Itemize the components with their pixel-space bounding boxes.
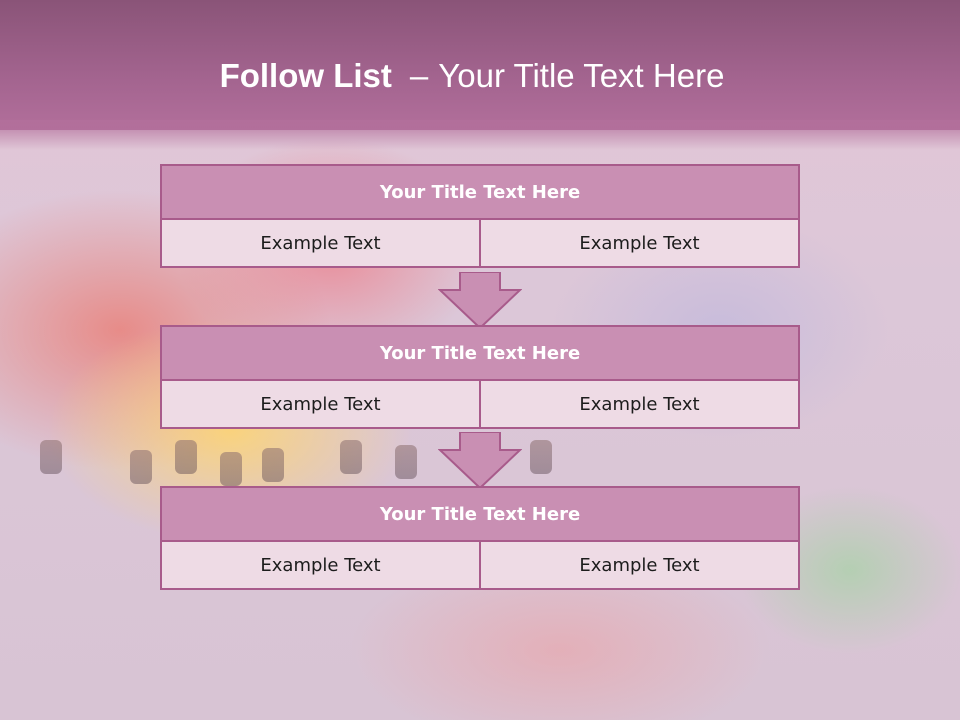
block-cell-left: Example Text [160,218,481,268]
mixer-knob [340,440,362,474]
block-title: Your Title Text Here [160,486,800,542]
slide-title-rest: Your Title Text Here [438,57,725,94]
block-row: Example Text Example Text [160,540,800,590]
block-cell-right: Example Text [479,540,800,590]
block-row: Example Text Example Text [160,218,800,268]
slide-title-bold: Follow List [219,57,392,94]
header-band [0,0,960,130]
block-cell-left: Example Text [160,379,481,429]
mixer-knob [130,450,152,484]
block-title: Your Title Text Here [160,164,800,220]
mixer-knob [40,440,62,474]
list-block: Your Title Text Here Example Text Exampl… [160,164,800,268]
slide-title: Follow List–Your Title Text Here [0,52,944,100]
mixer-knob [530,440,552,474]
header-fade [0,120,960,150]
block-row: Example Text Example Text [160,379,800,429]
block-cell-right: Example Text [479,379,800,429]
mixer-knob [262,448,284,482]
mixer-knob [220,452,242,486]
slide-title-separator: – [409,57,429,94]
down-arrow-icon [438,272,522,330]
down-arrow-icon [438,432,522,490]
list-block: Your Title Text Here Example Text Exampl… [160,486,800,590]
mixer-knob [175,440,197,474]
block-cell-left: Example Text [160,540,481,590]
list-block: Your Title Text Here Example Text Exampl… [160,325,800,429]
block-cell-right: Example Text [479,218,800,268]
mixer-knob [395,445,417,479]
block-title: Your Title Text Here [160,325,800,381]
